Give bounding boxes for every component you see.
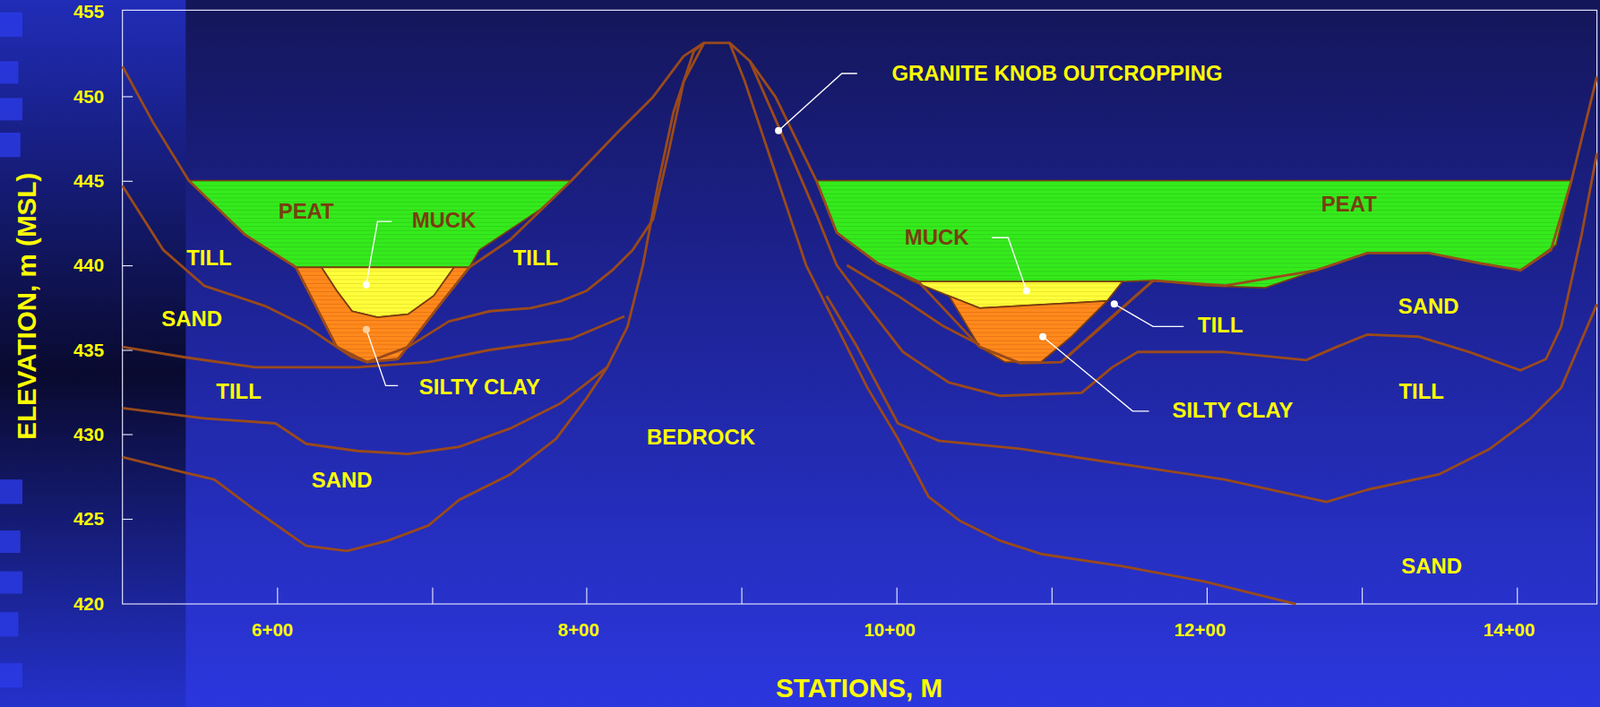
layer-label: MUCK: [904, 226, 970, 249]
axis-tick: 425: [73, 509, 104, 529]
layer-label: SAND: [161, 308, 223, 330]
axis-tick: 445: [73, 172, 104, 191]
layer-label: SAND: [311, 469, 373, 491]
axis-tick: 14+00: [1483, 620, 1536, 640]
layer-label: TILL: [513, 247, 559, 269]
axis-tick: 6+00: [251, 620, 293, 640]
axis-tick: 420: [73, 594, 104, 614]
layer-label: BEDROCK: [646, 426, 756, 448]
axis-tick: 440: [73, 256, 104, 276]
axis-tick: 10+00: [863, 620, 916, 640]
layer-label: MUCK: [412, 209, 477, 232]
layer-label: SAND: [1401, 555, 1463, 577]
axis-tick: 12+00: [1174, 620, 1227, 640]
axis-title: ELEVATION, m (MSL): [13, 172, 41, 439]
axis-tick: 455: [73, 2, 104, 22]
layer-label: SILTY CLAY: [419, 376, 541, 398]
callout-label: GRANITE KNOB OUTCROPPING: [892, 62, 1223, 85]
axis-tick: 450: [73, 87, 104, 107]
layer-label: TILL: [215, 380, 261, 403]
axis-tick: 435: [73, 341, 104, 361]
layer-label: SAND: [1398, 295, 1460, 318]
layer-label: TILL: [1398, 380, 1444, 403]
axis-title: STATIONS, M: [775, 674, 943, 702]
layer-label: TILL: [186, 247, 232, 269]
layer-label: TILL: [1197, 314, 1243, 336]
layer-label: PEAT: [1321, 193, 1377, 216]
layer-label: SILTY CLAY: [1171, 399, 1293, 422]
layer-label: PEAT: [278, 200, 335, 223]
axis-tick: 430: [73, 425, 104, 445]
axis-tick: 8+00: [558, 620, 600, 640]
